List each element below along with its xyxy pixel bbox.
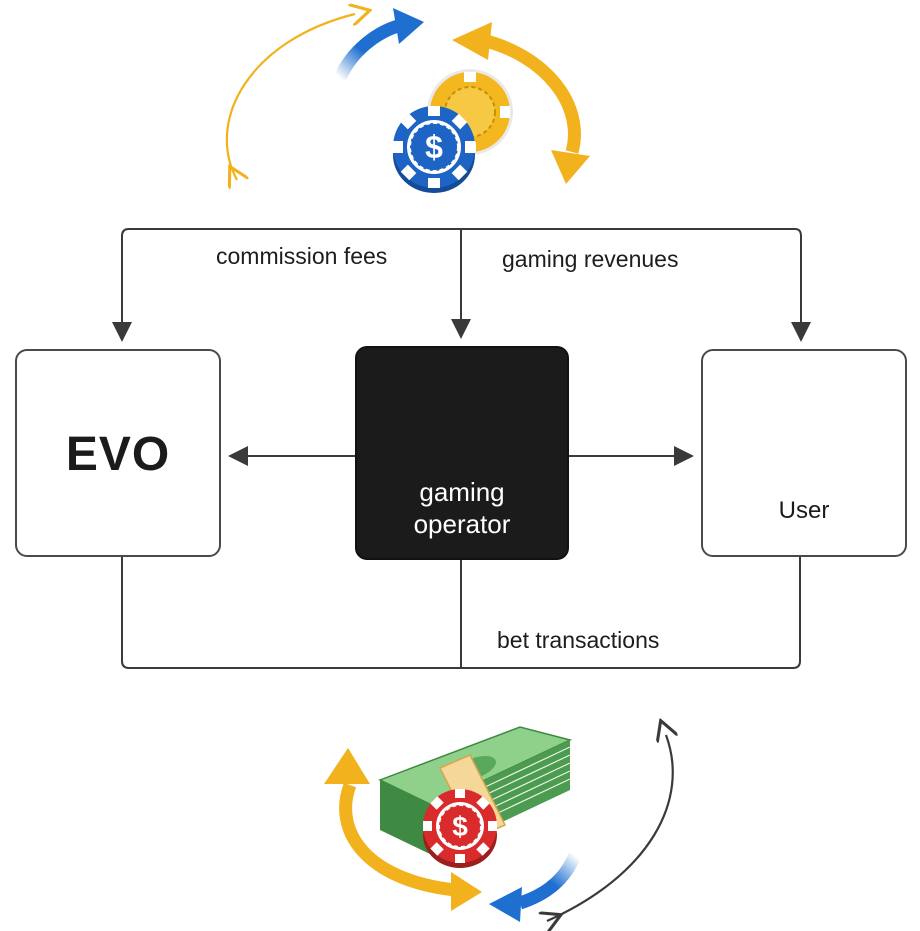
gaming-operator-node: gaming operator [355, 346, 569, 560]
evo-label: EVO [65, 428, 171, 481]
user-label: User [778, 497, 830, 524]
red-chip-icon: $ [423, 789, 497, 868]
top-connector-lines [112, 228, 811, 342]
gaming-revenues-label: gaming revenues [502, 246, 679, 272]
bet-transactions-label: bet transactions [497, 627, 660, 653]
top-exchange-icon: $ [225, 8, 590, 193]
svg-text:$: $ [452, 811, 468, 842]
gaming-operator-label: gaming operator [413, 477, 511, 539]
commission-fees-label: commission fees [216, 243, 388, 269]
user-node: User [701, 349, 907, 557]
bottom-exchange-icon: $ [324, 727, 673, 922]
evo-node: EVO [15, 349, 221, 557]
bottom-connector-lines [121, 557, 801, 669]
blue-chip-icon: $ [393, 106, 475, 193]
svg-text:$: $ [425, 129, 443, 165]
